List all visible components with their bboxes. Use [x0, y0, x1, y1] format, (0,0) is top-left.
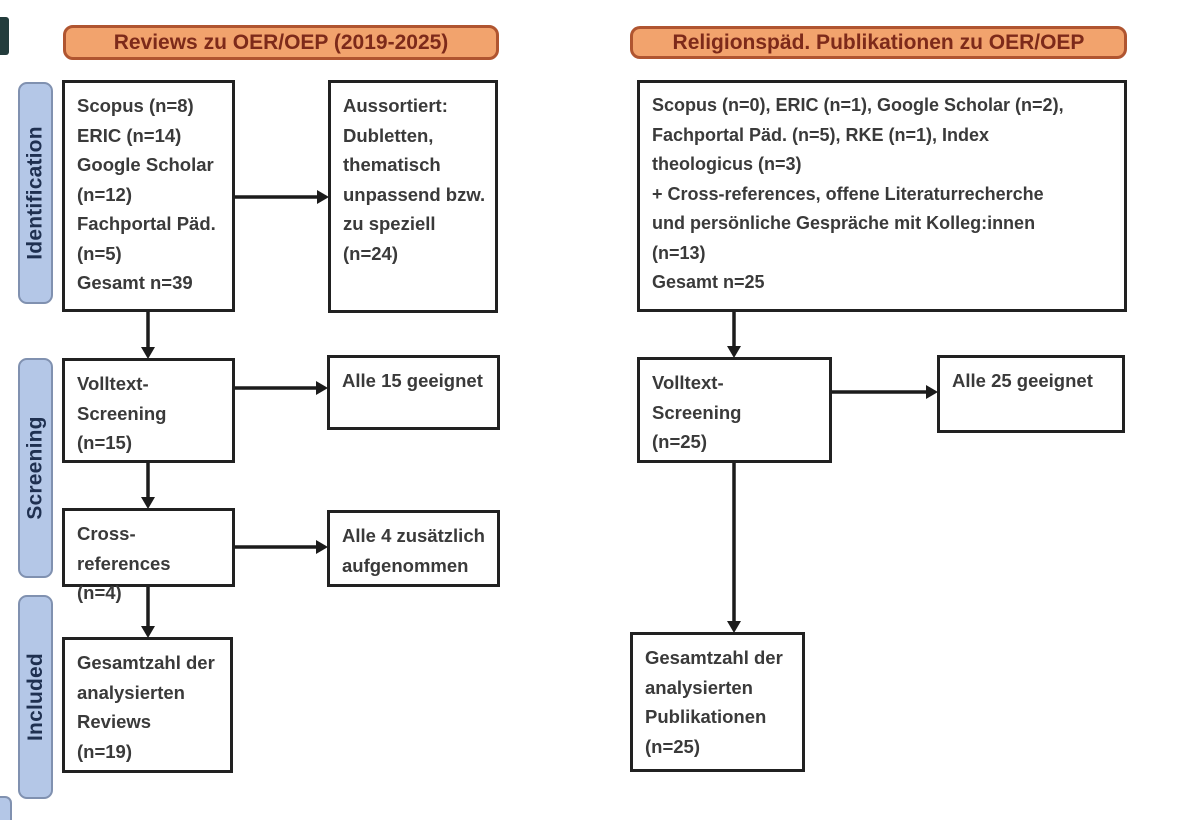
- column-header-religionspaed: Religionspäd. Publikationen zu OER/OEP: [630, 26, 1127, 59]
- arrow-left-sources-to-fulltext: [141, 312, 155, 359]
- box-left-included-total: Gesamtzahl der analysierten Reviews (n=1…: [62, 637, 233, 773]
- box-right-fulltext-result: Alle 25 geeignet: [937, 355, 1125, 433]
- cropped-label-artifact-bottom-left: [0, 796, 12, 820]
- column-header-reviews: Reviews zu OER/OEP (2019-2025): [63, 25, 499, 60]
- arrow-left-sources-to-sorted-out: [235, 190, 329, 204]
- stage-label-identification-text: Identification: [23, 126, 47, 260]
- arrow-left-fulltext-to-crossref: [141, 463, 155, 509]
- arrow-right-fulltext-to-included: [727, 463, 741, 633]
- stage-label-included-text: Included: [23, 653, 47, 741]
- arrow-left-crossref-to-included: [141, 587, 155, 638]
- box-left-identification-sources: Scopus (n=8) ERIC (n=14) Google Scholar …: [62, 80, 235, 312]
- cropped-label-artifact-top-left: [0, 17, 9, 55]
- stage-label-included: Included: [18, 595, 53, 799]
- box-left-fulltext-screening: Volltext- Screening (n=15): [62, 358, 235, 463]
- arrow-right-sources-to-fulltext: [727, 312, 741, 358]
- box-right-included-total: Gesamtzahl der analysierten Publikatione…: [630, 632, 805, 772]
- box-right-identification-sources: Scopus (n=0), ERIC (n=1), Google Scholar…: [637, 80, 1127, 312]
- arrow-left-crossref-to-result: [235, 540, 328, 554]
- box-left-fulltext-result: Alle 15 geeignet: [327, 355, 500, 430]
- box-left-sorted-out: Aussortiert: Dubletten, thematisch unpas…: [328, 80, 498, 313]
- stage-label-screening: Screening: [18, 358, 53, 578]
- box-left-cross-references-result: Alle 4 zusätzlich aufgenommen: [327, 510, 500, 587]
- stage-label-screening-text: Screening: [23, 416, 47, 520]
- stage-label-identification: Identification: [18, 82, 53, 304]
- arrow-left-fulltext-to-result: [235, 381, 328, 395]
- box-left-cross-references: Cross-references (n=4): [62, 508, 235, 603]
- arrow-right-fulltext-to-result: [832, 385, 938, 399]
- box-right-fulltext-screening: Volltext- Screening (n=25): [637, 357, 832, 463]
